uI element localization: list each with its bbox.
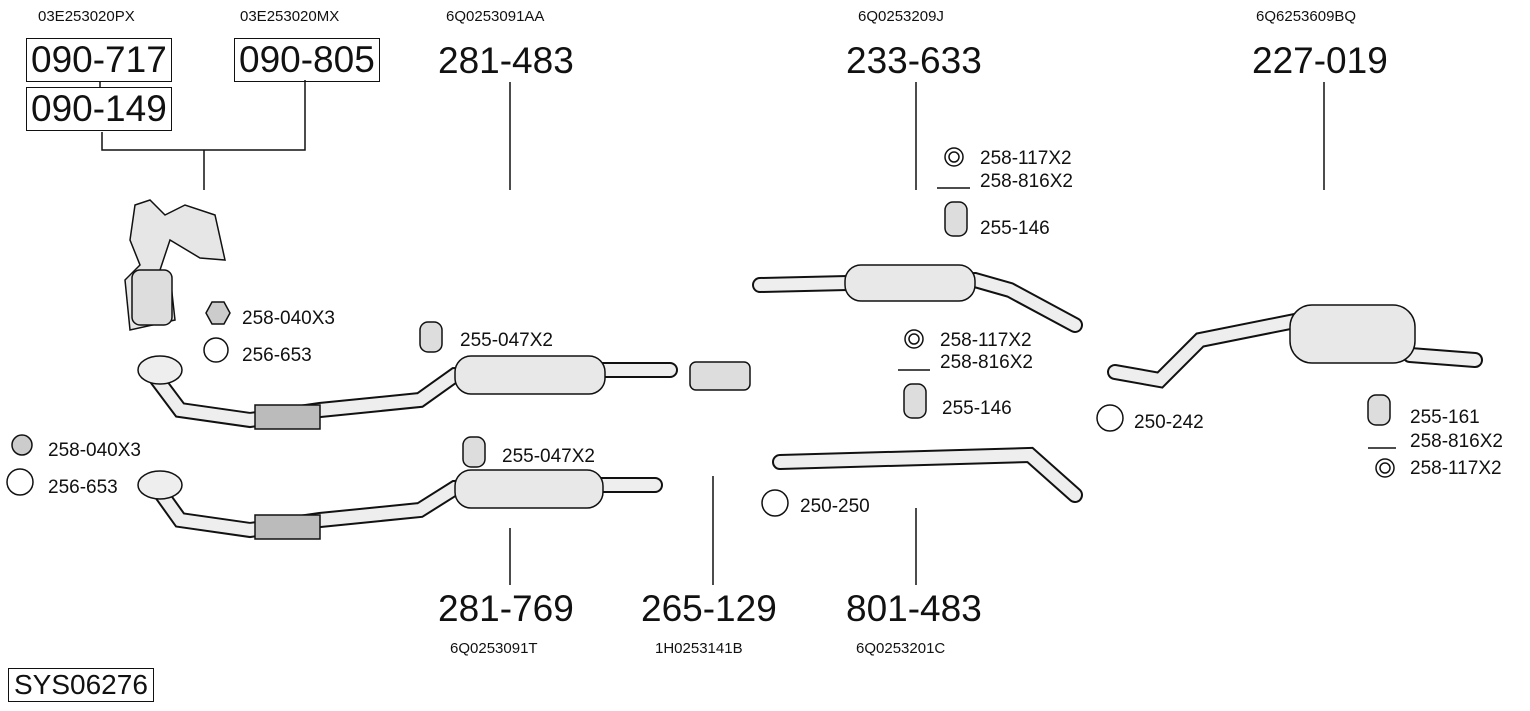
front-pipe-lower [137, 469, 663, 540]
accessory-icons [6, 147, 1396, 517]
accessory-label[interactable]: 255-047X2 [502, 446, 595, 467]
part-number[interactable]: 090-805 [234, 38, 380, 82]
accessory-label[interactable]: 255-146 [942, 398, 1012, 419]
accessory-label[interactable]: 255-047X2 [460, 330, 553, 351]
accessory-label[interactable]: 258-117X2 [980, 148, 1072, 169]
accessory-label[interactable]: 250-250 [800, 496, 870, 517]
part-number[interactable]: 281-483 [438, 40, 574, 81]
oe-number: 1H0253141B [655, 640, 743, 657]
part-number[interactable]: 233-633 [846, 40, 982, 81]
accessory-label[interactable]: 258-117X2 [1410, 458, 1502, 479]
part-number[interactable]: 227-019 [1252, 40, 1388, 81]
accessory-label[interactable]: 258-040X3 [48, 440, 141, 461]
accessory-label[interactable]: 258-816X2 [980, 171, 1073, 192]
connector-clamp [689, 361, 751, 391]
accessory-label[interactable]: 258-816X2 [940, 352, 1033, 373]
oe-number: 6Q0253091AA [446, 8, 545, 25]
accessory-label[interactable]: 250-242 [1134, 412, 1204, 433]
oe-number: 6Q0253201C [856, 640, 946, 657]
rear-silencer [1107, 304, 1483, 389]
oe-number: 03E253020MX [240, 8, 340, 25]
accessory-label[interactable]: 255-146 [980, 218, 1050, 239]
system-id: SYS06276 [8, 668, 154, 702]
oe-number: 6Q0253091T [450, 640, 538, 657]
oe-number: 6Q6253609BQ [1256, 8, 1357, 25]
front-pipe-upper [137, 355, 678, 430]
part-number[interactable]: 265-129 [641, 588, 777, 629]
accessory-label[interactable]: 258-117X2 [940, 330, 1032, 351]
middle-silencer [752, 264, 1083, 333]
accessory-label[interactable]: 258-040X3 [242, 308, 335, 329]
part-number[interactable]: 090-717 [26, 38, 172, 82]
oe-number: 6Q0253209J [858, 8, 944, 25]
accessory-label[interactable]: 255-161 [1410, 407, 1480, 428]
part-number[interactable]: 090-149 [26, 87, 172, 131]
intermediate-pipe [772, 446, 1083, 503]
leader-lines [99, 80, 1325, 585]
manifold-catalyst [124, 199, 226, 331]
oe-number: 03E253020PX [38, 8, 135, 25]
part-number[interactable]: 281-769 [438, 588, 574, 629]
accessory-label[interactable]: 256-653 [242, 345, 312, 366]
accessory-label[interactable]: 256-653 [48, 477, 118, 498]
part-number[interactable]: 801-483 [846, 588, 982, 629]
accessory-label[interactable]: 258-816X2 [1410, 431, 1503, 452]
